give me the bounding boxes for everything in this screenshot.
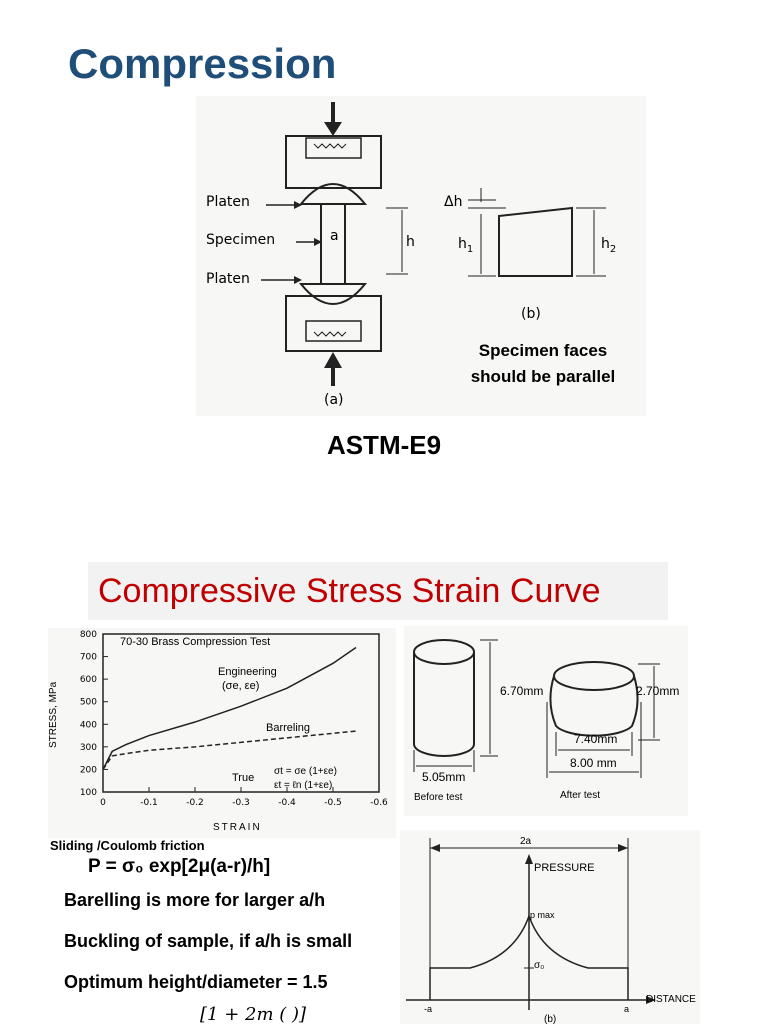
bullet-optimum: Optimum height/diameter = 1.5 bbox=[64, 972, 328, 992]
y-tick-label: 200 bbox=[80, 765, 97, 775]
specimen-shapes bbox=[413, 639, 660, 778]
label-before-test: Before test bbox=[414, 792, 463, 803]
stress-strain-svg: 100 200 300 400 500 600 700 800 0 -0.1 -0.2 -0.3 -0.… bbox=[80, 630, 388, 808]
label-sigma0: σ₀ bbox=[534, 960, 545, 971]
y-tick-label: 800 bbox=[80, 630, 97, 640]
label-pmax: p max bbox=[530, 910, 555, 920]
diameter-after: 8.00 mm bbox=[570, 756, 617, 770]
diameter-before: 5.05mm bbox=[422, 770, 466, 784]
chart-title: 70-30 Brass Compression Test bbox=[120, 636, 271, 648]
bullet-buckling: Buckling of sample, if a/h is small bbox=[64, 931, 353, 951]
x-tick-label: -0.5 bbox=[324, 798, 342, 808]
lower-platen-dome bbox=[298, 283, 368, 305]
friction-label: Sliding /Coulomb friction bbox=[50, 838, 205, 853]
label-platen-top: Platen bbox=[206, 194, 250, 210]
diameter-mid: 7.40mm bbox=[574, 732, 618, 746]
plot-frame bbox=[102, 633, 380, 793]
caption-pressure: (b) bbox=[544, 1014, 557, 1025]
x-tick-label: -0.4 bbox=[278, 798, 296, 808]
y-tick-label: 700 bbox=[80, 653, 97, 663]
label-h1: h1 bbox=[458, 236, 474, 255]
caption-a: (a) bbox=[324, 392, 344, 408]
series-label-true: True bbox=[232, 772, 255, 784]
y-tick-label: 300 bbox=[80, 743, 97, 753]
specimen-rect bbox=[320, 203, 346, 285]
fixture-diagram bbox=[261, 102, 606, 386]
friction-equation: P = σ₀ exp[2μ(a-r)/h] bbox=[88, 856, 271, 877]
compression-test-figure: Platen Specimen Platen a h (a) Δh h1 h2 … bbox=[196, 96, 646, 416]
y-tick-label: 400 bbox=[80, 720, 97, 730]
annotation-true-strain: εt = ℓn (1+εe) bbox=[274, 780, 333, 791]
series-label-engineering: Engineering bbox=[218, 666, 277, 678]
cutoff-formula: [1 + 2m ( )] bbox=[200, 1004, 307, 1025]
stress-strain-chart: 100 200 300 400 500 600 700 800 0 -0.1 -0.2 -0.3 -0.… bbox=[48, 628, 396, 838]
pressure-plot bbox=[406, 838, 656, 1010]
x-axis-label: STRAIN bbox=[213, 822, 262, 833]
x-tick-label: -0.6 bbox=[370, 798, 388, 808]
bullet-barelling: Barelling is more for larger a/h bbox=[64, 890, 326, 910]
section-title: Compressive Stress Strain Curve bbox=[88, 562, 668, 620]
pressure-curve bbox=[429, 913, 629, 1000]
label-dim-h: h bbox=[406, 234, 415, 250]
label-h2: h2 bbox=[601, 236, 617, 255]
label-platen-bottom: Platen bbox=[206, 271, 250, 287]
height-after: 2.70mm bbox=[636, 684, 680, 698]
lower-platen-block bbox=[285, 295, 382, 352]
series-line-true bbox=[102, 730, 357, 770]
y-tick-label: 500 bbox=[80, 698, 97, 708]
label-dim-a: a bbox=[330, 228, 339, 244]
annotation-barreling: Barreling bbox=[266, 722, 311, 734]
series-line-engineering bbox=[102, 646, 357, 770]
annotation-true-stress: σt = σe (1+εe) bbox=[274, 766, 337, 777]
height-before: 6.70mm bbox=[500, 684, 544, 698]
label-pressure: PRESSURE bbox=[534, 862, 595, 874]
x-tick-label: -0.1 bbox=[140, 798, 158, 808]
slide-title: Compression bbox=[68, 40, 337, 87]
x-tick-label: -0.3 bbox=[232, 798, 250, 808]
tilted-specimen bbox=[498, 206, 573, 277]
label-specimen: Specimen bbox=[206, 232, 276, 248]
y-tick-label: 100 bbox=[80, 788, 97, 798]
label-span: 2a bbox=[520, 836, 532, 847]
pressure-distribution-figure: 2a PRESSURE p max σ₀ -a a DISTANCE (b) bbox=[400, 830, 700, 1025]
upper-platen-dome bbox=[298, 183, 368, 205]
parallel-faces-note: Specimen faces should be parallel bbox=[470, 341, 616, 386]
label-plus-a: a bbox=[624, 1004, 630, 1014]
x-tick-label: 0 bbox=[100, 798, 106, 808]
series-label-engineering-sub: (σe, εe) bbox=[222, 680, 260, 692]
y-axis-label: STRESS, MPa bbox=[48, 681, 59, 748]
standard-label: ASTM-E9 bbox=[326, 430, 442, 460]
label-delta-h: Δh bbox=[444, 194, 463, 210]
label-distance: DISTANCE bbox=[646, 994, 696, 1005]
upper-platen-block bbox=[285, 135, 382, 189]
caption-b: (b) bbox=[521, 306, 541, 322]
label-after-test: After test bbox=[560, 790, 601, 801]
label-minus-a: -a bbox=[424, 1004, 433, 1014]
specimen-dimensions-figure: 6.70mm 5.05mm Before test 2.70mm 7.40mm … bbox=[404, 626, 688, 816]
y-tick-label: 600 bbox=[80, 675, 97, 685]
x-tick-label: -0.2 bbox=[186, 798, 204, 808]
